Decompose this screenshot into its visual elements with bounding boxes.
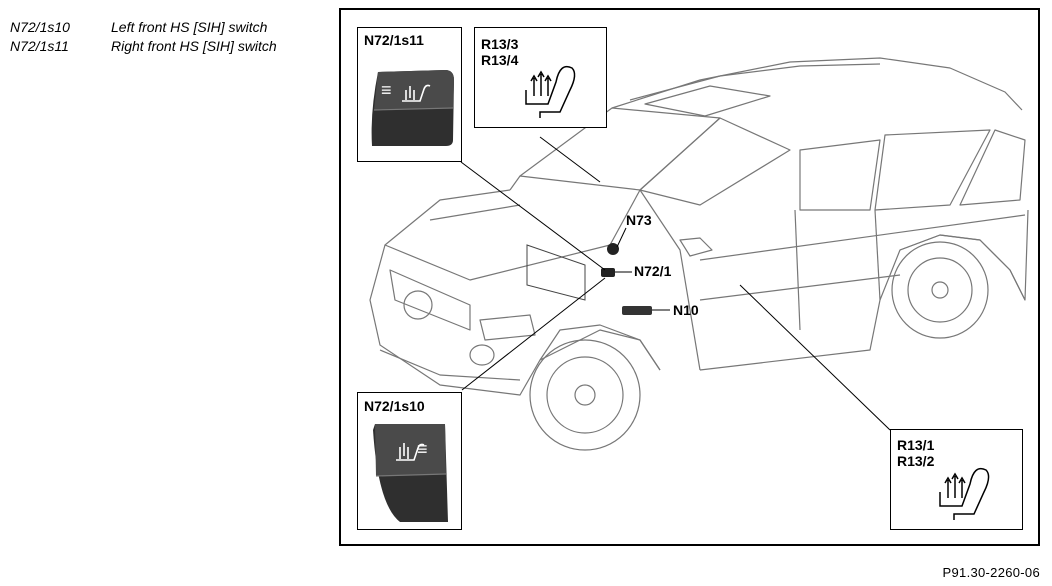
n73-marker (607, 243, 619, 255)
leader-lines (460, 136, 891, 431)
seat-heat-icon (396, 443, 425, 461)
callout-label: R13/1 R13/2 (897, 437, 935, 469)
callout-label: N72/1s10 (364, 398, 425, 414)
menu-icon: ≡ (381, 80, 392, 100)
legend: N72/1s10 Left front HS [SIH] switch N72/… (10, 18, 277, 56)
legend-row: N72/1s11 Right front HS [SIH] switch (10, 37, 277, 56)
legend-description: Left front HS [SIH] switch (111, 19, 268, 35)
console-panel (526, 244, 586, 301)
callout-rear-seat-heater: R13/3 R13/4 (474, 27, 607, 128)
vehicle-illustration (369, 57, 1029, 451)
figure-id: P91.30-2260-06 (942, 565, 1040, 580)
label-n73: N73 (626, 212, 652, 228)
legend-description: Right front HS [SIH] switch (111, 38, 277, 54)
menu-icon: ≡ (417, 439, 428, 459)
legend-code: N72/1s10 (10, 19, 70, 35)
n10-marker (622, 306, 652, 315)
callout-label: R13/3 R13/4 (481, 36, 519, 68)
n72-1-marker (601, 268, 615, 277)
seat-heat-icon (402, 84, 431, 102)
right-switch-drawing (371, 70, 454, 146)
legend-code: N72/1s11 (10, 38, 69, 54)
label-n10: N10 (673, 302, 699, 318)
callout-front-seat-heater: R13/1 R13/2 (890, 429, 1023, 530)
label-n72-1: N72/1 (634, 263, 672, 279)
left-switch-drawing (373, 424, 448, 522)
callout-label: N72/1s11 (364, 32, 424, 48)
diagram-frame (339, 8, 1040, 546)
legend-row: N72/1s10 Left front HS [SIH] switch (10, 18, 277, 37)
seat-heater-icon (939, 467, 990, 520)
seat-heater-icon (525, 65, 576, 118)
